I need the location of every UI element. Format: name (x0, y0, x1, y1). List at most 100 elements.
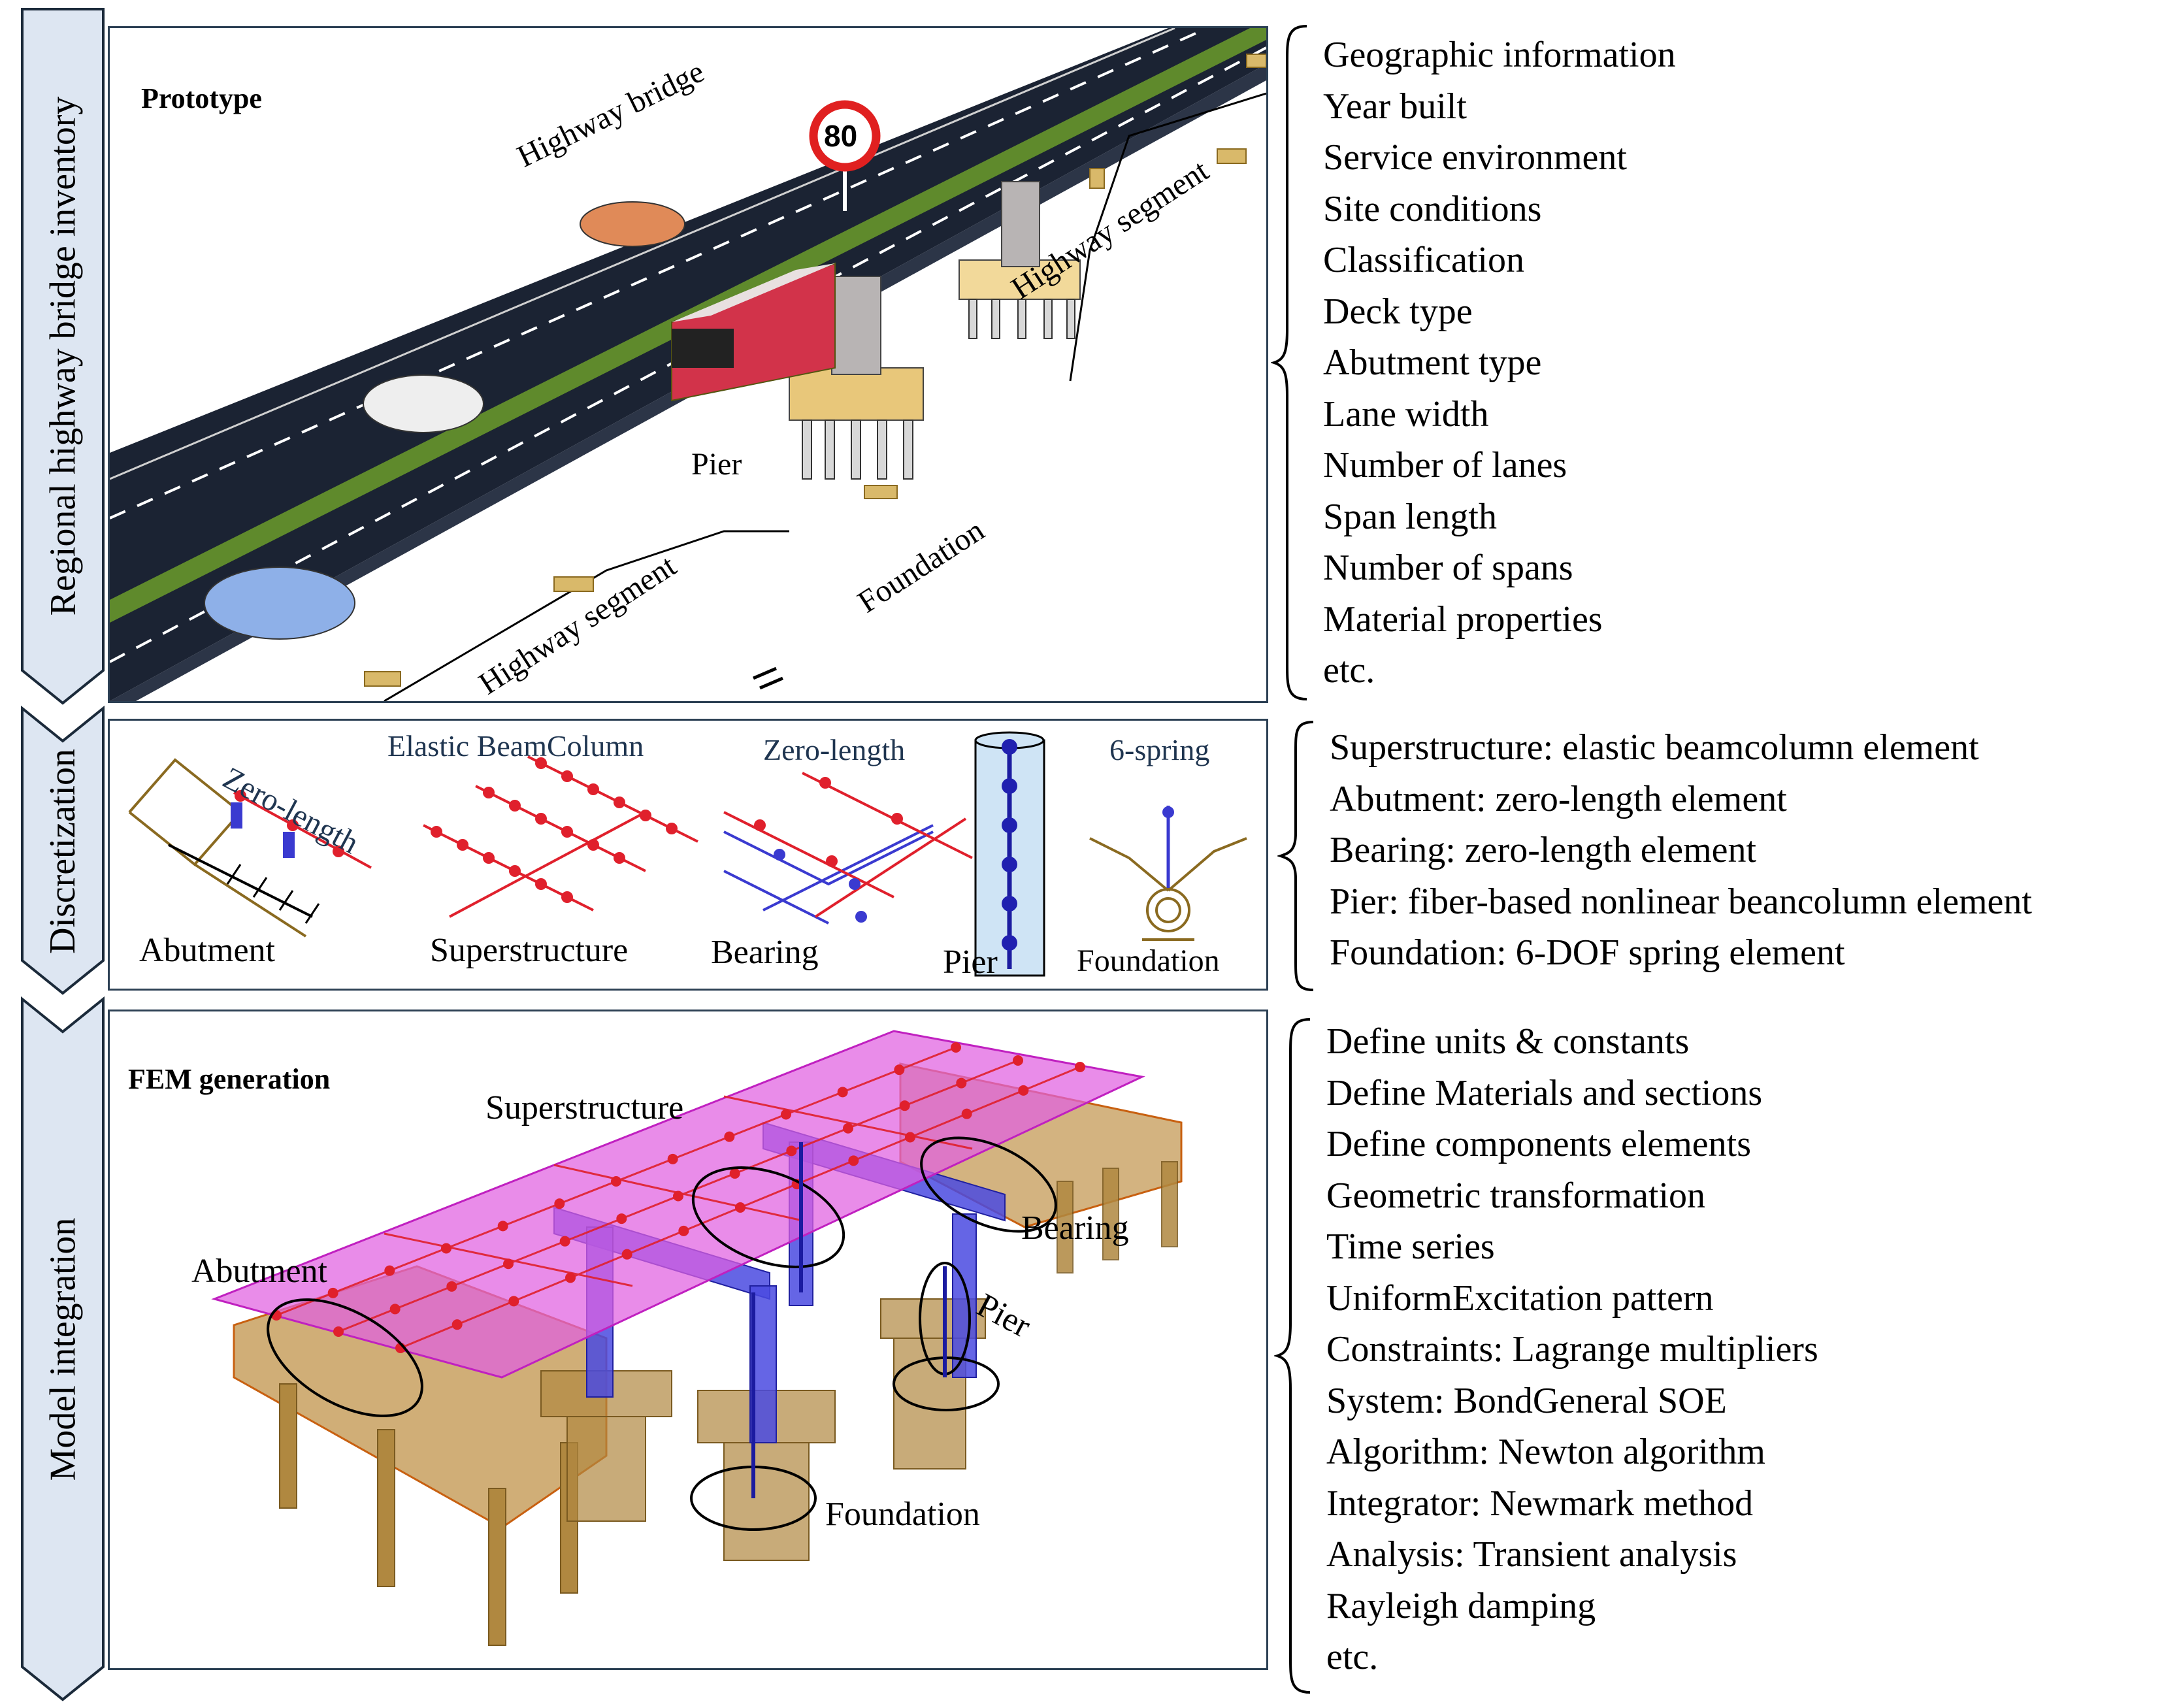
list-item: etc. (1326, 1637, 1379, 1677)
list-item: Number of spans (1323, 548, 1573, 588)
deck-node (899, 1100, 910, 1111)
deck-node (735, 1202, 746, 1213)
deck-node (611, 1176, 621, 1187)
list-item: Abutment: zero-length element (1330, 778, 1787, 819)
label-pier: Pier (691, 447, 742, 482)
brace-inventory (1271, 25, 1307, 700)
list-item: Define components elements (1326, 1124, 1752, 1164)
fem-title: FEM generation (128, 1063, 331, 1095)
brace-integration (1274, 1018, 1311, 1694)
disc-label-zero-length-bearing: Zero-length (763, 733, 906, 766)
list-item: Span length (1323, 496, 1497, 537)
deck-node (951, 1042, 961, 1053)
bus-icon (671, 262, 836, 402)
fem-panel: FEM generation Superstructure Abutment B… (108, 1010, 1268, 1670)
inventory-list: Geographic information Year built Servic… (1323, 29, 1676, 697)
list-item: Geometric transformation (1326, 1175, 1706, 1216)
deck-ellipse (691, 1166, 845, 1268)
deck-node (333, 1326, 344, 1337)
list-item: Define Materials and sections (1326, 1072, 1763, 1113)
list-item: Time series (1326, 1226, 1495, 1267)
list-item: Analysis: Transient analysis (1326, 1534, 1737, 1575)
foundation-spring-sketch (1089, 806, 1247, 941)
list-item: UniformExcitation pattern (1326, 1277, 1714, 1319)
deck-node (565, 1272, 576, 1283)
list-item: Foundation: 6-DOF spring element (1330, 932, 1845, 973)
car-blue-icon (204, 567, 355, 640)
list-item: Rayleigh damping (1326, 1585, 1596, 1626)
list-item: Integrator: Newmark method (1326, 1483, 1754, 1524)
disc-label-bearing: Bearing (711, 934, 819, 971)
fem-label-foundation: Foundation (825, 1496, 980, 1533)
brace-discretization (1277, 721, 1314, 991)
list-item: Service environment (1323, 137, 1627, 178)
pier-structure (789, 181, 1081, 480)
list-item: Lane width (1323, 393, 1489, 435)
disc-label-pier: Pier (943, 944, 998, 981)
fem-label-superstructure: Superstructure (485, 1089, 684, 1126)
section-tab-integration: Model integration (20, 996, 106, 1702)
speed-limit-value: 80 (824, 119, 858, 153)
deck-node (1075, 1062, 1085, 1072)
fem-label-bearing: Bearing (1021, 1209, 1129, 1247)
deck-node (678, 1225, 689, 1236)
disc-label-foundation: Foundation (1077, 944, 1220, 978)
deck-node (667, 1153, 678, 1164)
deck-node (621, 1249, 632, 1260)
section-label-integration: Model integration (42, 1217, 83, 1481)
list-item: Year built (1323, 86, 1467, 127)
section-label-inventory: Regional highway bridge inventory (42, 96, 83, 616)
abutment-ellipse (267, 1298, 423, 1417)
deck-node (848, 1155, 859, 1166)
deck-node (616, 1213, 627, 1224)
deck-node (389, 1304, 401, 1315)
list-item: Superstructure: elastic beamcolumn eleme… (1330, 727, 1979, 768)
list-item: Algorithm: Newton algorithm (1326, 1432, 1765, 1472)
deck-node (446, 1281, 457, 1292)
deck-node (1018, 1085, 1029, 1096)
deck-node (724, 1131, 735, 1142)
list-item: etc. (1323, 650, 1375, 691)
deck-node (554, 1198, 565, 1209)
disc-label-elastic-beamcolumn: Elastic BeamColumn (387, 729, 644, 763)
speed-sign (809, 100, 881, 172)
section-tab-discretization: Discretization (20, 706, 106, 996)
pier-fiber-sketch (974, 731, 1045, 977)
deck-node (837, 1087, 848, 1098)
deck-node (905, 1132, 915, 1143)
fem-label-abutment: Abutment (191, 1253, 327, 1290)
list-item: Geographic information (1323, 35, 1676, 75)
deck-node (327, 1287, 338, 1298)
deck-node (894, 1064, 905, 1076)
deck-node (497, 1221, 508, 1232)
discretization-list: Superstructure: elastic beamcolumn eleme… (1330, 722, 2032, 979)
disc-label-abutment: Abutment (139, 932, 275, 969)
deck-node (559, 1236, 570, 1247)
list-item: Number of lanes (1323, 445, 1567, 485)
bearing-sketch (723, 824, 934, 925)
bearing-ellipse (920, 1136, 1057, 1233)
prototype-title: Prototype (141, 82, 262, 114)
discretization-panel: Zero-length Elastic BeamColumn Zero-leng… (108, 719, 1268, 991)
integration-list: Define units & constants Define Material… (1326, 1016, 1818, 1683)
deck-node (673, 1191, 683, 1202)
deck-node (729, 1168, 740, 1179)
deck-node (384, 1265, 395, 1276)
deck-node (961, 1108, 972, 1119)
list-item: Site conditions (1323, 188, 1542, 229)
superstructure-nodes (431, 757, 678, 903)
deck-node (508, 1296, 519, 1307)
deck-node (956, 1077, 967, 1089)
car-white-icon (363, 374, 484, 433)
disc-label-six-spring: 6-spring (1109, 733, 1210, 766)
deck-node (1013, 1055, 1023, 1066)
list-item: Bearing: zero-length element (1330, 830, 1757, 870)
list-item: Deck type (1323, 291, 1473, 332)
superstructure-sketch (423, 755, 698, 918)
deck-node (441, 1243, 451, 1254)
deck-node (843, 1123, 853, 1134)
list-item: System: BondGeneral SOE (1326, 1380, 1727, 1421)
section-tab-inventory: Regional highway bridge inventory (20, 7, 106, 706)
list-item: Constraints: Lagrange multipliers (1326, 1329, 1818, 1370)
